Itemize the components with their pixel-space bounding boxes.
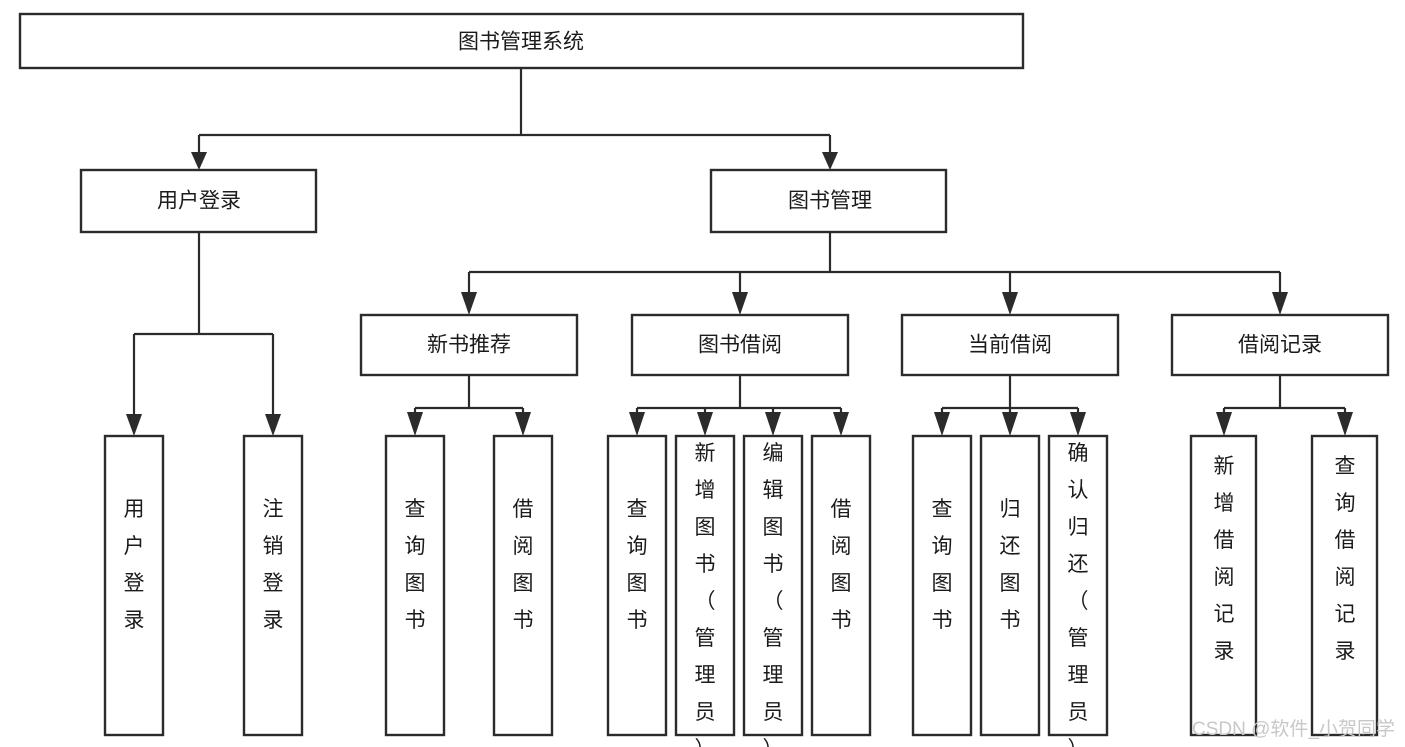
arrow-bb-leaf-2 bbox=[697, 412, 713, 436]
arrow-bm-to-current-borrow bbox=[1002, 292, 1018, 315]
node-user-login[interactable]: 用户登录 bbox=[79, 168, 318, 234]
leaf-book-borrow-4[interactable]: 借阅图书 bbox=[810, 434, 872, 737]
leaf-current-borrow-3-label: 确认归还（管理员） bbox=[1068, 442, 1089, 747]
leaf-borrow-record-1-box[interactable] bbox=[1189, 434, 1258, 737]
node-root-box[interactable] bbox=[18, 12, 1025, 70]
node-borrow-record-label: 借阅记录 bbox=[1238, 334, 1322, 357]
node-book-manage[interactable]: 图书管理 bbox=[709, 168, 948, 234]
leaf-current-borrow-1-label: 查询图书 bbox=[932, 498, 953, 632]
node-borrow-record-box[interactable] bbox=[1170, 313, 1390, 377]
node-book-manage-label: 图书管理 bbox=[788, 190, 872, 213]
leaf-book-borrow-4-box[interactable] bbox=[810, 434, 872, 737]
arrow-user-login-leaf-1 bbox=[126, 414, 142, 436]
node-root-label: 图书管理系统 bbox=[458, 31, 584, 54]
node-new-book-recommend-box[interactable] bbox=[359, 313, 579, 377]
arrow-nbr-leaf-2 bbox=[515, 412, 531, 436]
leaf-new-book-1-box[interactable] bbox=[384, 434, 446, 737]
node-book-borrow-box[interactable] bbox=[630, 313, 850, 377]
arrow-root-to-book-manage bbox=[822, 152, 838, 170]
leaf-book-borrow-2[interactable]: 新增图书（管理员） bbox=[674, 434, 736, 747]
arrow-user-login-leaf-2 bbox=[265, 414, 281, 436]
leaf-new-book-2[interactable]: 借阅图书 bbox=[492, 434, 554, 737]
arrow-nbr-leaf-1 bbox=[407, 412, 423, 436]
node-root[interactable]: 图书管理系统 bbox=[18, 12, 1025, 70]
leaf-user-login-1-label: 用户登录 bbox=[124, 498, 145, 632]
leaf-borrow-record-1-label: 新增借阅记录 bbox=[1214, 455, 1235, 663]
leaf-borrow-record-1[interactable]: 新增借阅记录 bbox=[1189, 434, 1258, 737]
node-book-borrow-label: 图书借阅 bbox=[698, 334, 782, 357]
leaf-new-book-1[interactable]: 查询图书 bbox=[384, 434, 446, 737]
leaf-user-login-2-box[interactable] bbox=[242, 434, 304, 737]
leaf-user-login-2-label: 注销登录 bbox=[263, 498, 284, 632]
node-borrow-record[interactable]: 借阅记录 bbox=[1170, 313, 1390, 377]
leaf-book-borrow-2-box[interactable] bbox=[674, 434, 736, 737]
leaf-user-login-1[interactable]: 用户登录 bbox=[103, 434, 165, 737]
node-user-login-label: 用户登录 bbox=[157, 190, 241, 213]
node-book-borrow[interactable]: 图书借阅 bbox=[630, 313, 850, 377]
leaf-new-book-2-label: 借阅图书 bbox=[513, 498, 534, 632]
node-new-book-recommend[interactable]: 新书推荐 bbox=[359, 313, 579, 377]
leaf-book-borrow-3-label: 编辑图书（管理员） bbox=[763, 442, 784, 747]
arrow-bm-to-book-borrow bbox=[732, 292, 748, 315]
leaf-borrow-record-2-label: 查询借阅记录 bbox=[1335, 455, 1356, 663]
arrow-cb-leaf-2 bbox=[1002, 412, 1018, 436]
node-new-book-recommend-label: 新书推荐 bbox=[427, 334, 511, 357]
leaf-borrow-record-2[interactable]: 查询借阅记录 bbox=[1310, 434, 1379, 737]
arrow-bm-to-new-book bbox=[461, 292, 477, 315]
node-current-borrow-label: 当前借阅 bbox=[968, 334, 1052, 357]
leaf-current-borrow-1[interactable]: 查询图书 bbox=[911, 434, 973, 737]
leaf-current-borrow-1-box[interactable] bbox=[911, 434, 973, 737]
arrow-bb-leaf-4 bbox=[833, 412, 849, 436]
node-user-login-box[interactable] bbox=[79, 168, 318, 234]
leaf-current-borrow-2-label: 归还图书 bbox=[1000, 498, 1021, 632]
leaf-book-borrow-1[interactable]: 查询图书 bbox=[606, 434, 668, 737]
leaf-book-borrow-1-label: 查询图书 bbox=[627, 498, 648, 632]
leaf-new-book-2-box[interactable] bbox=[492, 434, 554, 737]
arrow-bm-to-borrow-record bbox=[1272, 292, 1288, 315]
leaf-book-borrow-4-label: 借阅图书 bbox=[831, 498, 852, 632]
csdn-watermark: CSDN @软件_小贺同学 bbox=[1192, 718, 1395, 740]
arrow-br-leaf-1 bbox=[1216, 412, 1232, 436]
leaf-book-borrow-3[interactable]: 编辑图书（管理员） bbox=[742, 434, 804, 747]
leaf-book-borrow-1-box[interactable] bbox=[606, 434, 668, 737]
leaf-current-borrow-3[interactable]: 确认归还（管理员） bbox=[1047, 434, 1109, 747]
arrow-bb-leaf-1 bbox=[629, 412, 645, 436]
leaf-book-borrow-2-label: 新增图书（管理员） bbox=[695, 442, 716, 747]
node-current-borrow[interactable]: 当前借阅 bbox=[900, 313, 1120, 377]
arrow-cb-leaf-1 bbox=[934, 412, 950, 436]
arrow-br-leaf-2 bbox=[1337, 412, 1353, 436]
arrow-cb-leaf-3 bbox=[1070, 412, 1086, 436]
leaf-book-borrow-3-box[interactable] bbox=[742, 434, 804, 737]
connector-layer bbox=[126, 68, 1353, 436]
node-book-manage-box[interactable] bbox=[709, 168, 948, 234]
leaf-new-book-1-label: 查询图书 bbox=[405, 498, 426, 632]
arrow-root-to-user-login bbox=[191, 152, 207, 170]
leaf-user-login-1-box[interactable] bbox=[103, 434, 165, 737]
leaf-current-borrow-2[interactable]: 归还图书 bbox=[979, 434, 1041, 737]
leaf-borrow-record-2-box[interactable] bbox=[1310, 434, 1379, 737]
arrow-bb-leaf-3 bbox=[765, 412, 781, 436]
leaf-current-borrow-3-box[interactable] bbox=[1047, 434, 1109, 737]
node-current-borrow-box[interactable] bbox=[900, 313, 1120, 377]
leaf-current-borrow-2-box[interactable] bbox=[979, 434, 1041, 737]
leaf-user-login-2[interactable]: 注销登录 bbox=[242, 434, 304, 737]
